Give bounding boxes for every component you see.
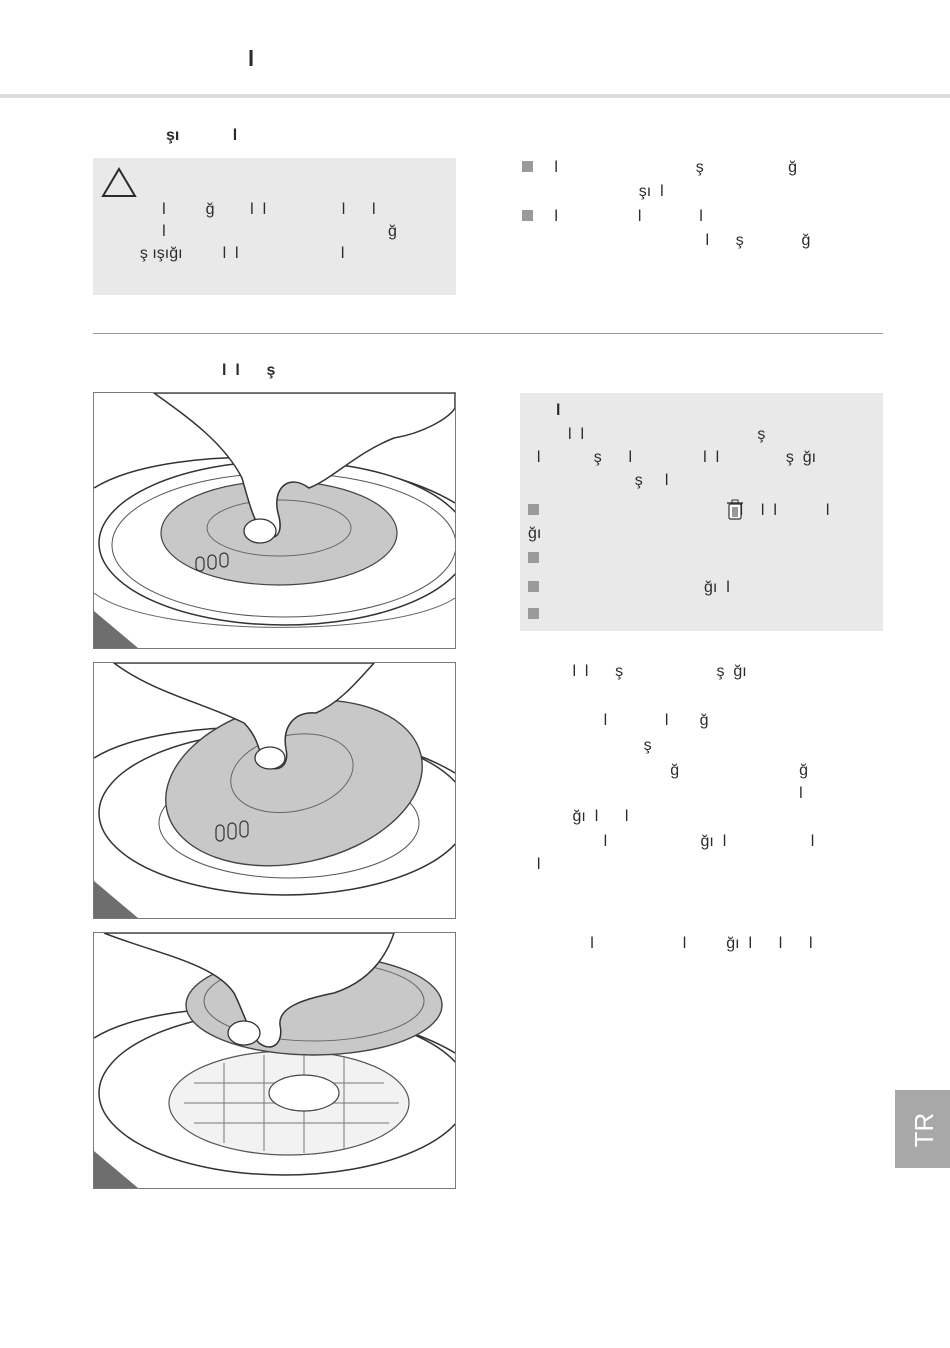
header-title: l: [248, 46, 255, 71]
bullet-text: l ş ğ: [541, 232, 811, 249]
language-tab: TR: [895, 1090, 950, 1168]
page-header: l: [0, 0, 950, 96]
bullet-square: [528, 581, 539, 592]
paragraph-line: l: [528, 856, 541, 873]
paragraph-line: l l ş ş ğı: [528, 663, 747, 680]
language-tab-label: TR: [909, 1112, 939, 1148]
info-intro-line: l l ş: [528, 426, 766, 443]
bullet-text: şı l: [541, 183, 664, 200]
paragraph-line: l l ğ: [528, 712, 709, 729]
info-box: l l l ş l ş l l l ş ğı ş l: [520, 393, 883, 631]
paragraph-line: l l ğı l l l: [528, 935, 813, 952]
illustration-1: [93, 392, 456, 649]
info-item-text: ğı l: [544, 579, 730, 596]
warning-line: ş ışığı l l l: [131, 245, 345, 262]
header-rule: [0, 94, 950, 98]
info-intro-line: l ş l l l ş ğı: [528, 449, 817, 466]
section1-heading: şı l: [166, 127, 238, 144]
info-intro-line: ş l: [528, 472, 669, 489]
warning-triangle-icon: [101, 167, 137, 197]
warning-line: l ğ: [131, 223, 397, 240]
bullet-text: l ş ğ: [541, 159, 798, 176]
paragraph-line: ğ ğ: [528, 762, 809, 779]
warning-box: l ğ l l l l l ğ ş ışığı l l l: [93, 158, 456, 295]
trash-icon: [727, 499, 743, 520]
bullet-square: [522, 161, 533, 172]
section2-heading: l l ş: [222, 362, 276, 379]
paragraph-line: l: [528, 785, 803, 802]
bullet-text: l l l: [541, 208, 703, 225]
info-item-text: l l l l: [544, 502, 830, 519]
section-divider: [93, 333, 883, 334]
illustration-3: [93, 932, 456, 1189]
bullet-square: [528, 552, 539, 563]
paragraph-line: ş: [528, 737, 652, 754]
info-item-text: ğı: [528, 525, 542, 542]
info-box-title: l: [556, 402, 561, 419]
bullet-square: [528, 504, 539, 515]
paragraph-line: ğı l l: [528, 808, 629, 825]
bullet-square: [528, 608, 539, 619]
illustration-2: [93, 662, 456, 919]
warning-line: l ğ l l l l: [131, 201, 376, 218]
bullet-square: [522, 210, 533, 221]
paragraph-line: l ğı l l: [528, 833, 815, 850]
